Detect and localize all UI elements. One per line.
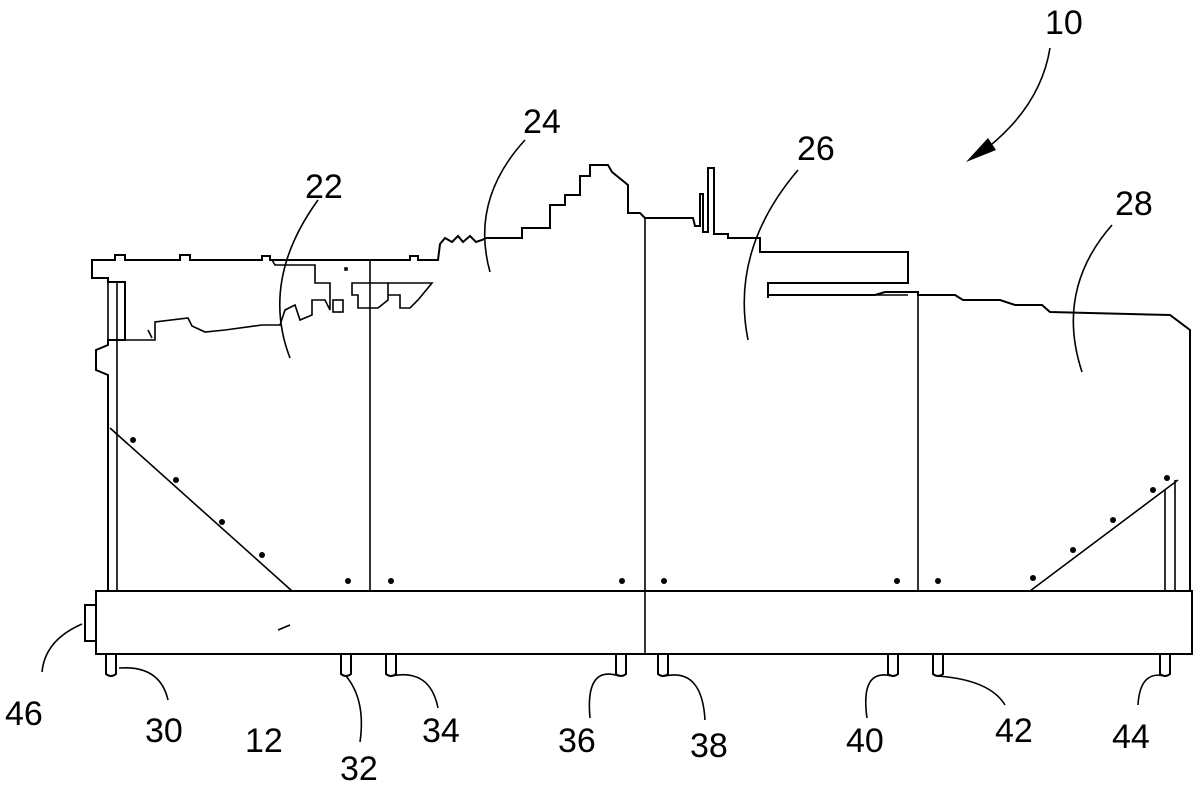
foot-34 <box>385 654 397 677</box>
reference-labels: 10 22 24 26 28 12 30 32 34 36 38 40 42 4… <box>5 4 1153 788</box>
label-36: 36 <box>558 722 596 760</box>
foot-32 <box>340 654 352 677</box>
label-42: 42 <box>995 712 1033 750</box>
arrow-head-icon <box>966 138 996 162</box>
foot-44 <box>1159 654 1171 677</box>
label-30: 30 <box>145 712 183 750</box>
module-dividers <box>369 218 1176 591</box>
label-10: 10 <box>1045 4 1083 42</box>
label-34: 34 <box>422 712 460 750</box>
label-44: 44 <box>1112 718 1150 756</box>
label-12: 12 <box>245 722 283 760</box>
label-24: 24 <box>523 103 561 141</box>
label-46: 46 <box>5 695 43 733</box>
foot-42 <box>932 654 944 677</box>
housing-outline <box>91 164 1191 591</box>
base-frame <box>84 590 1193 655</box>
foot-30 <box>105 654 117 677</box>
foot-38 <box>657 654 669 677</box>
feet <box>105 654 1171 677</box>
braces <box>109 427 1179 592</box>
label-32: 32 <box>340 750 378 788</box>
label-26: 26 <box>797 130 835 168</box>
bolts <box>130 437 1170 584</box>
leader-lines <box>41 47 1166 743</box>
foot-36 <box>615 654 627 677</box>
label-40: 40 <box>846 722 884 760</box>
foot-40 <box>887 654 899 677</box>
label-38: 38 <box>690 727 728 765</box>
label-22: 22 <box>305 168 343 206</box>
label-28: 28 <box>1115 185 1153 223</box>
